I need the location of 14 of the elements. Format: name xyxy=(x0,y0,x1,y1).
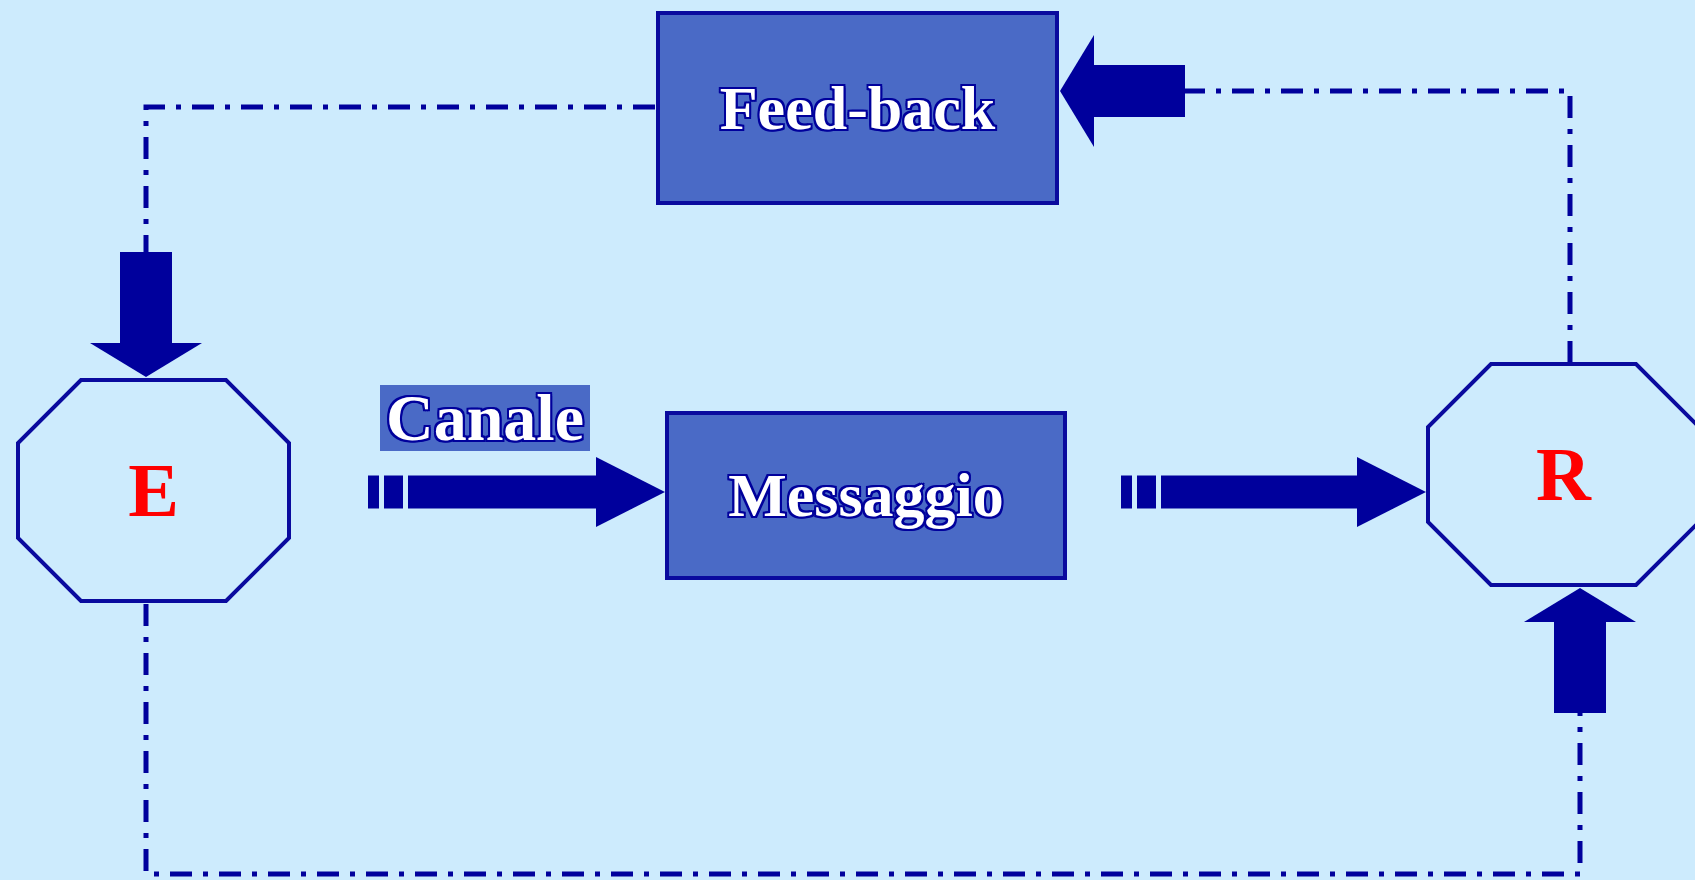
octagon-node xyxy=(16,378,291,603)
process-box xyxy=(665,411,1067,580)
node-label: Messaggio xyxy=(728,460,1004,531)
node-label: R xyxy=(1536,431,1591,518)
arrow xyxy=(1161,457,1426,527)
edge-label: Canale xyxy=(380,385,590,451)
arrow xyxy=(408,457,665,527)
process-box xyxy=(656,11,1059,205)
node-label: Feed-back xyxy=(719,72,996,144)
block-arrow-connector xyxy=(1060,35,1573,363)
octagon-node xyxy=(1426,362,1695,587)
block-arrow-connector xyxy=(90,104,655,377)
node-label: E xyxy=(128,447,179,534)
block-arrow-connector xyxy=(143,588,1636,877)
